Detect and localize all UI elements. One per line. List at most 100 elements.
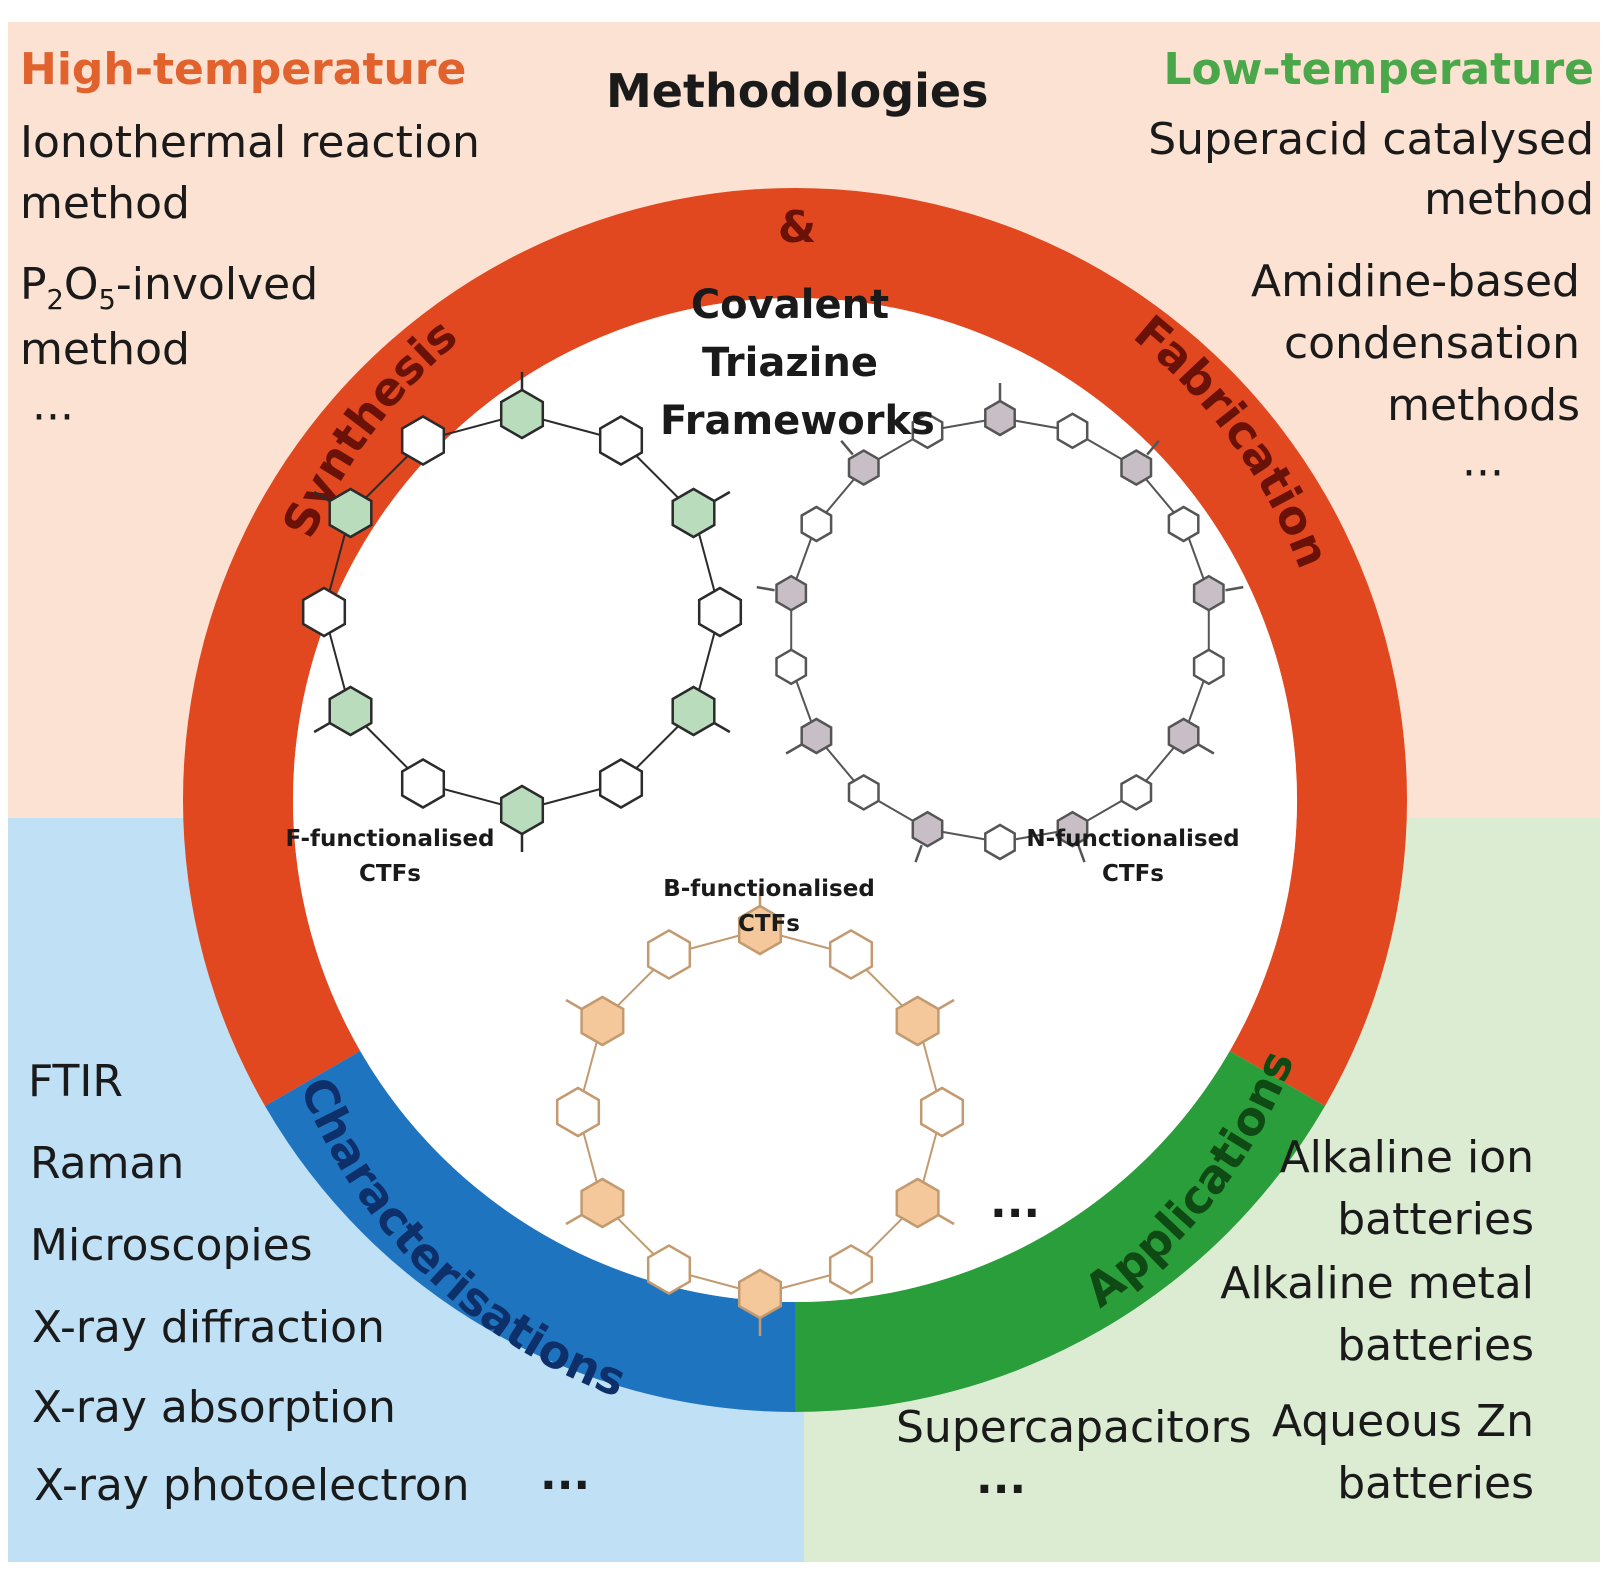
n-ctf-terminal-bond [756, 585, 775, 592]
n-ctf-linker-ring [847, 773, 880, 811]
n-ctf-terminal-bond [840, 439, 854, 456]
f-ctf-linker-ring [598, 415, 644, 466]
app-item-alkaline-metal-cont: batteries [1337, 1320, 1534, 1371]
app-item-alkaline-ion-cont: batteries [1337, 1194, 1534, 1245]
char-more: ··· [540, 1460, 591, 1511]
high-temp-item-ionothermal: Ionothermal reaction [20, 117, 480, 168]
b-ctf-linker-ring [646, 1244, 692, 1296]
low-temperature-heading: Low-temperature [1163, 44, 1594, 95]
n-ctf-linker-ring [911, 412, 944, 450]
app-item-aqueous-zn: Aqueous Zn [1272, 1396, 1534, 1447]
low-temp-item-amidine-cont: condensation [1283, 318, 1580, 369]
f-ctf-label-line-2: CTFs [359, 860, 421, 887]
n-ctf-linker-ring [1056, 412, 1089, 450]
n-ctf-linker-ring [1192, 648, 1225, 686]
f-ctf-triazine-ring [328, 487, 373, 539]
n-ctf-triazine-ring [1192, 574, 1225, 612]
n-ctf-triazine-ring [847, 449, 880, 487]
app-item-supercapacitors: Supercapacitors [896, 1402, 1252, 1453]
ctf-title-line-3: Frameworks [660, 398, 935, 444]
char-item-ftir: FTIR [28, 1056, 123, 1107]
p2o5-p: P [20, 259, 47, 310]
b-ctf-label-line-2: CTFs [738, 910, 800, 937]
p2o5-o: O [63, 259, 99, 310]
ring-segment-applications [795, 1051, 1326, 1412]
n-ctf-terminal-bond [1197, 743, 1215, 755]
n-ctf-label-line-2: CTFs [1102, 860, 1164, 887]
f-functionalised-ctf-structure [301, 372, 743, 852]
app-item-aqueous-zn-cont: batteries [1337, 1458, 1534, 1509]
f-ctf-terminal-bond [713, 490, 731, 503]
b-ctf-triazine-ring [737, 904, 783, 956]
high-temperature-heading: High-temperature [20, 44, 467, 95]
high-temp-item-p2o5-cont: method [20, 324, 190, 375]
app-item-alkaline-metal: Alkaline metal [1220, 1258, 1534, 1309]
f-ctf-label-line-1: F-functionalised [285, 826, 495, 852]
ring-segment-synthesis-fabrication [182, 187, 1407, 1107]
low-temp-item-amidine-cont2: methods [1387, 380, 1580, 431]
n-ctf-triazine-ring [800, 717, 833, 755]
methodologies-title: Methodologies [606, 64, 989, 118]
n-ctf-triazine-ring [1167, 717, 1200, 755]
f-ctf-linker-ring [400, 415, 446, 466]
p2o5-sub-5: 5 [98, 284, 116, 316]
f-ctf-triazine-ring [328, 685, 373, 737]
char-item-xrd: X-ray diffraction [32, 1302, 385, 1353]
app-more: ··· [976, 1464, 1027, 1515]
ctf-title-line-2: Triazine [702, 340, 878, 386]
b-ctf-terminal-bond [565, 998, 583, 1011]
low-temp-more: ··· [1462, 448, 1504, 499]
ring-segment-characterisations [264, 1051, 796, 1412]
n-ctf-triazine-ring [1056, 810, 1089, 848]
n-ctf-linker-ring [775, 648, 808, 686]
n-ctf-triazine-ring [775, 574, 808, 612]
char-item-xas: X-ray absorption [32, 1382, 396, 1433]
b-ctf-linker-ring [555, 1086, 601, 1138]
n-ctf-label: N-functionalised CTFs [1018, 822, 1248, 891]
ring-label-ampersand: & [778, 202, 816, 253]
ring-segments [182, 187, 1407, 1412]
low-temp-item-superacid-cont: method [1424, 174, 1594, 225]
f-ctf-terminal-bond [313, 721, 331, 734]
n-ctf-terminal-bond [914, 844, 923, 863]
char-item-microscopies: Microscopies [30, 1220, 313, 1271]
f-ctf-linker-ring [697, 586, 743, 638]
n-ctf-linker-ring [984, 823, 1016, 861]
b-ctf-linker-ring [646, 928, 692, 980]
high-temp-more: ··· [32, 392, 74, 443]
b-ctf-triazine-ring [895, 995, 940, 1047]
f-ctf-triazine-ring [499, 388, 545, 440]
char-item-raman: Raman [30, 1138, 185, 1189]
b-ctf-terminal-bond [937, 1213, 955, 1226]
f-ctf-linker-ring [301, 586, 347, 638]
low-temp-item-superacid: Superacid catalysed [1148, 114, 1594, 165]
char-item-xps: X-ray photoelectron [34, 1460, 470, 1511]
n-ctf-linker-ring [1167, 505, 1200, 543]
n-ctf-terminal-bond [1146, 439, 1160, 456]
f-ctf-linker-ring [598, 758, 644, 809]
low-temp-item-amidine: Amidine-based [1251, 256, 1580, 307]
b-ctf-terminal-bond [565, 1213, 583, 1226]
high-temp-item-ionothermal-cont: method [20, 178, 190, 229]
n-functionalised-ctf-structure [756, 383, 1244, 863]
b-ctf-triazine-ring [580, 1177, 625, 1229]
n-ctf-terminal-bond [1077, 844, 1086, 863]
n-ctf-linker-ring [1120, 773, 1153, 811]
high-temp-item-p2o5: P2O5-involved [20, 255, 318, 319]
b-ctf-label-line-1: B-functionalised [663, 876, 875, 902]
b-ctf-terminal-bond [937, 998, 955, 1011]
b-ctf-linker-ring [919, 1086, 965, 1138]
b-ctf-linker-ring [828, 928, 874, 980]
b-ctf-label: B-functionalised CTFs [654, 872, 884, 941]
b-ctf-triazine-ring [580, 995, 625, 1047]
more-structures-ellipsis: ··· [990, 1188, 1041, 1239]
f-ctf-triazine-ring [671, 487, 716, 539]
n-ctf-linker-ring [800, 505, 833, 543]
b-ctf-triazine-ring [895, 1177, 940, 1229]
n-ctf-terminal-bond [1225, 585, 1244, 592]
n-ctf-triazine-ring [984, 399, 1016, 437]
n-ctf-triazine-ring [911, 810, 944, 848]
b-ctf-linker-ring [828, 1244, 874, 1296]
